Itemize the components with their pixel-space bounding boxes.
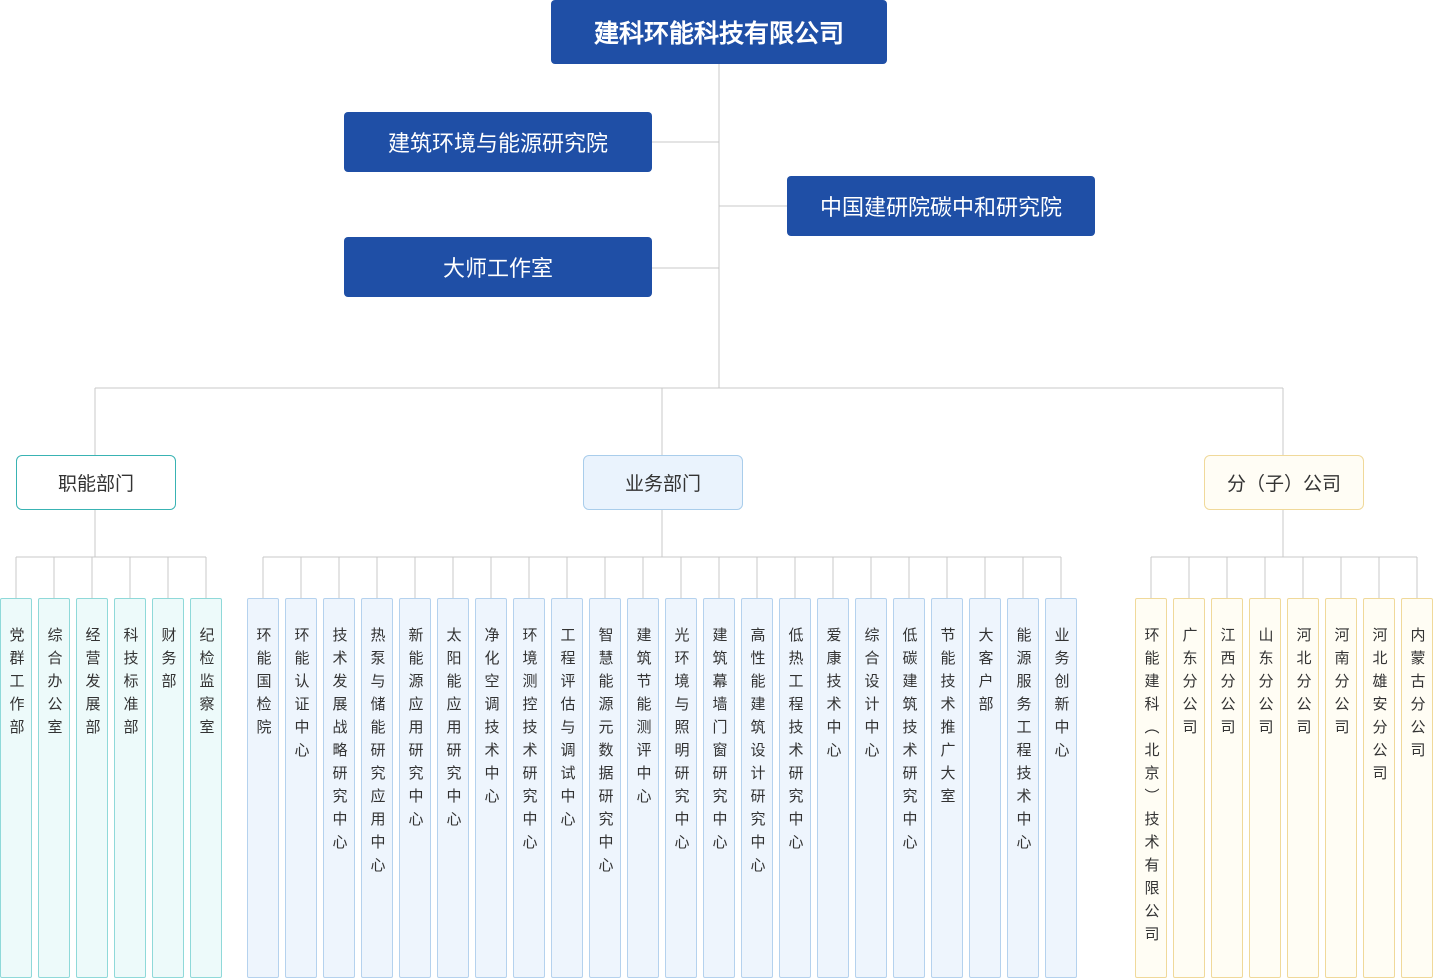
- business-dept-label: 工程评估与调试中心: [558, 627, 577, 834]
- business-dept-column: 大客户部: [969, 598, 1001, 978]
- business-dept-column: 低热工程技术研究中心: [779, 598, 811, 978]
- subsidiary-column: 河南分公司: [1325, 598, 1357, 978]
- business-dept-column: 能源服务工程技术中心: [1007, 598, 1039, 978]
- subsidiary-column: 环能建科（北京）技术有限公司: [1135, 598, 1167, 978]
- business-dept-column: 高性能建筑设计研究中心: [741, 598, 773, 978]
- business-dept-label: 新能源应用研究中心: [406, 627, 425, 834]
- business-dept-label: 大客户部: [976, 627, 995, 719]
- functional-dept-column: 财务部: [152, 598, 184, 978]
- business-dept-label: 能源服务工程技术中心: [1014, 627, 1033, 857]
- subsidiary-label: 环能建科（北京）技术有限公司: [1142, 627, 1161, 949]
- business-dept-label: 净化空调技术中心: [482, 627, 501, 811]
- business-dept-column: 低碳建筑技术研究中心: [893, 598, 925, 978]
- business-dept-label: 高性能建筑设计研究中心: [748, 627, 767, 880]
- business-dept-label: 业务创新中心: [1052, 627, 1071, 765]
- business-dept-column: 净化空调技术中心: [475, 598, 507, 978]
- functional-dept-label: 纪检监察室: [197, 627, 216, 742]
- subsidiary-label: 江西分公司: [1218, 627, 1237, 742]
- business-dept-column: 业务创新中心: [1045, 598, 1077, 978]
- subsidiary-label: 山东分公司: [1256, 627, 1275, 742]
- business-dept-label: 建筑幕墙门窗研究中心: [710, 627, 729, 857]
- subsidiary-column: 江西分公司: [1211, 598, 1243, 978]
- business-dept-column: 环境测控技术研究中心: [513, 598, 545, 978]
- business-dept-column: 综合设计中心: [855, 598, 887, 978]
- category-subsidiary-label: 分（子）公司: [1226, 473, 1341, 495]
- subsidiary-label: 河北分公司: [1294, 627, 1313, 742]
- business-dept-column: 新能源应用研究中心: [399, 598, 431, 978]
- business-dept-column: 环能认证中心: [285, 598, 317, 978]
- category-business-label: 业务部门: [624, 473, 701, 495]
- business-dept-label: 低热工程技术研究中心: [786, 627, 805, 857]
- subsidiary-column: 内蒙古分公司: [1401, 598, 1433, 978]
- master-studio-label: 大师工作室: [442, 257, 553, 282]
- business-dept-column: 技术发展战略研究中心: [323, 598, 355, 978]
- functional-dept-column: 科技标准部: [114, 598, 146, 978]
- business-dept-column: 工程评估与调试中心: [551, 598, 583, 978]
- subsidiary-column: 广东分公司: [1173, 598, 1205, 978]
- subsidiary-label: 内蒙古分公司: [1408, 627, 1427, 765]
- category-functional-label: 职能部门: [57, 473, 134, 495]
- subsidiary-column: 河北分公司: [1287, 598, 1319, 978]
- business-dept-label: 低碳建筑技术研究中心: [900, 627, 919, 857]
- functional-dept-label: 综合办公室: [45, 627, 64, 742]
- business-dept-column: 建筑节能测评中心: [627, 598, 659, 978]
- business-dept-column: 智慧能源元数据研究中心: [589, 598, 621, 978]
- functional-dept-label: 经营发展部: [83, 627, 102, 742]
- subsidiary-column: 河北雄安分公司: [1363, 598, 1395, 978]
- master-studio-box: 大师工作室: [344, 237, 652, 297]
- functional-dept-column: 纪检监察室: [190, 598, 222, 978]
- institute-carbon-box: 中国建研院碳中和研究院: [787, 176, 1095, 236]
- business-dept-label: 环能认证中心: [292, 627, 311, 765]
- subsidiary-label: 河南分公司: [1332, 627, 1351, 742]
- business-dept-column: 光环境与照明研究中心: [665, 598, 697, 978]
- institute-carbon-label: 中国建研院碳中和研究院: [819, 196, 1062, 221]
- root-company-box: 建科环能科技有限公司: [551, 0, 887, 64]
- functional-dept-label: 党群工作部: [7, 627, 26, 742]
- category-business-box: 业务部门: [583, 455, 743, 510]
- business-dept-label: 技术发展战略研究中心: [330, 627, 349, 857]
- institute-env-energy-box: 建筑环境与能源研究院: [344, 112, 652, 172]
- business-dept-label: 综合设计中心: [862, 627, 881, 765]
- business-dept-label: 建筑节能测评中心: [634, 627, 653, 811]
- business-dept-column: 热泵与储能研究应用中心: [361, 598, 393, 978]
- subsidiary-label: 河北雄安分公司: [1370, 627, 1389, 788]
- business-dept-label: 爱康技术中心: [824, 627, 843, 765]
- subsidiary-column: 山东分公司: [1249, 598, 1281, 978]
- business-dept-column: 建筑幕墙门窗研究中心: [703, 598, 735, 978]
- category-subsidiary-box: 分（子）公司: [1204, 455, 1364, 510]
- business-dept-label: 太阳能应用研究中心: [444, 627, 463, 834]
- functional-dept-column: 综合办公室: [38, 598, 70, 978]
- functional-dept-label: 财务部: [159, 627, 178, 696]
- functional-dept-column: 党群工作部: [0, 598, 32, 978]
- business-dept-column: 太阳能应用研究中心: [437, 598, 469, 978]
- business-dept-label: 光环境与照明研究中心: [672, 627, 691, 857]
- business-dept-label: 环能国检院: [254, 627, 273, 742]
- institute-env-energy-label: 建筑环境与能源研究院: [387, 132, 608, 157]
- root-company-label: 建科环能科技有限公司: [593, 19, 844, 48]
- functional-dept-label: 科技标准部: [121, 627, 140, 742]
- business-dept-column: 节能技术推广大室: [931, 598, 963, 978]
- business-dept-label: 节能技术推广大室: [938, 627, 957, 811]
- business-dept-column: 环能国检院: [247, 598, 279, 978]
- subsidiary-label: 广东分公司: [1180, 627, 1199, 742]
- functional-dept-column: 经营发展部: [76, 598, 108, 978]
- category-functional-box: 职能部门: [16, 455, 176, 510]
- business-dept-label: 智慧能源元数据研究中心: [596, 627, 615, 880]
- business-dept-label: 环境测控技术研究中心: [520, 627, 539, 857]
- business-dept-column: 爱康技术中心: [817, 598, 849, 978]
- business-dept-label: 热泵与储能研究应用中心: [368, 627, 387, 880]
